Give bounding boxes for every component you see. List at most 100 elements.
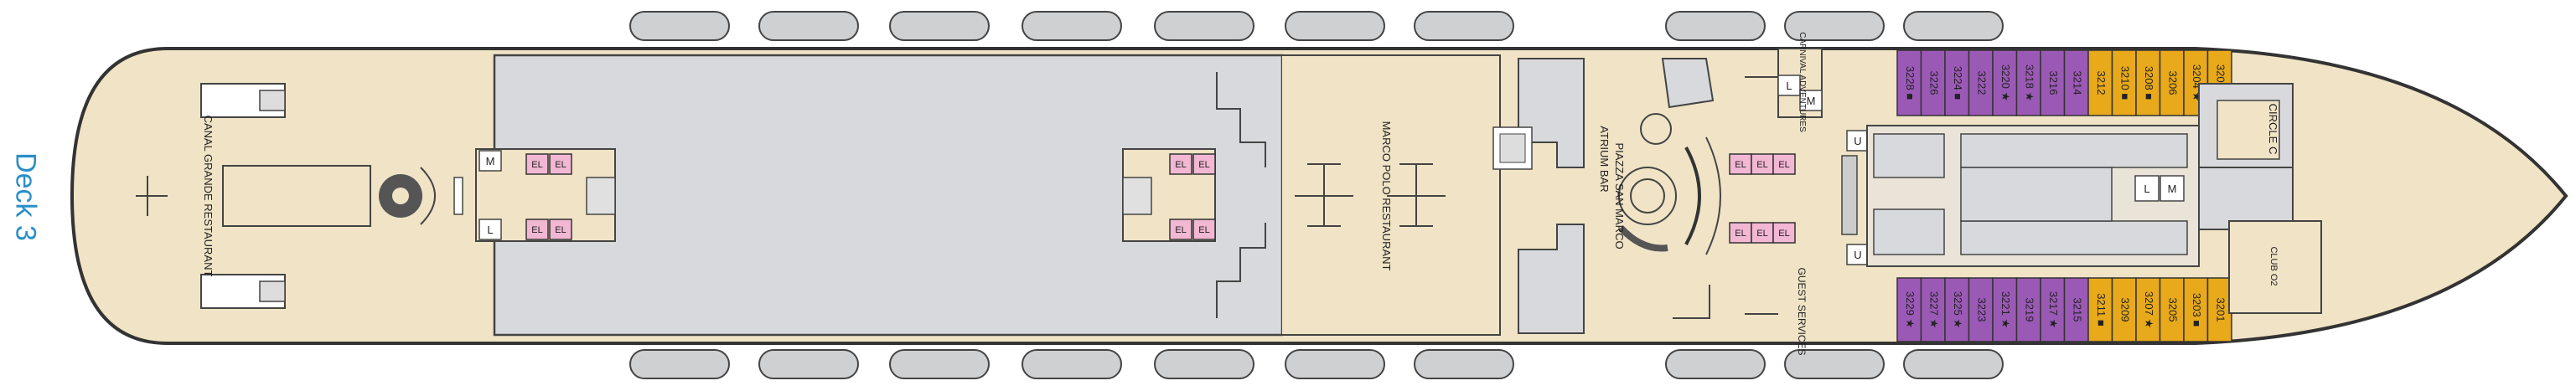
cabin-number: 3201 (2214, 298, 2227, 322)
mid-elevators: EL EL EL EL (1169, 153, 1216, 240)
atrium (1618, 58, 1721, 319)
bottom-cabin-3205[interactable]: 3205 (2159, 277, 2185, 342)
cabin-number: 3218 ★ (2023, 64, 2035, 101)
bottom-cabin-3223[interactable]: 3223 (1968, 277, 1994, 342)
cabin-number: 3209 (2118, 298, 2131, 322)
carnival-adventures-label: CARNIVAL ADVENTURES (1798, 32, 1807, 132)
top-cabin-3218[interactable]: 3218 ★ (2015, 49, 2041, 116)
marco-polo-label-group: MARCO POLO RESTAURANT (1380, 121, 1393, 271)
cabin-number: 3214 (2071, 71, 2083, 95)
elevator: EL (549, 219, 572, 240)
piazza-label-group: PIAZZA SAN MARCO (1613, 142, 1626, 249)
guest-services-group: GUEST SERVICES (1796, 268, 1808, 356)
top-cabin-3208[interactable]: 3208 ■ (2135, 49, 2161, 116)
top-cabin-3220[interactable]: 3220 ★ (1992, 49, 2018, 116)
top-cabin-3216[interactable]: 3216 (2040, 49, 2066, 116)
cabin-number: 3215 (2071, 298, 2083, 322)
elevator-label: EL (531, 225, 542, 235)
lifeboats-bottom (629, 349, 2004, 379)
cabin-number: 3225 ★ (1952, 291, 1964, 328)
bottom-cabin-3215[interactable]: 3215 (2063, 277, 2089, 342)
cabin-number: 3229 ★ (1904, 291, 1916, 328)
elevator-label: EL (1756, 229, 1767, 239)
elevator-label: EL (555, 160, 566, 170)
elevator: EL (1772, 222, 1796, 244)
top-cabin-3206[interactable]: 3206 (2159, 49, 2185, 116)
elevator: EL (525, 219, 549, 240)
elevator: EL (1169, 153, 1192, 175)
cabin-number: 3224 ■ (1952, 66, 1964, 100)
bottom-cabin-3229[interactable]: 3229 ★ (1896, 277, 1922, 342)
cabin-number: 3212 (2095, 71, 2108, 95)
service-m-aft: M (486, 155, 495, 167)
bottom-cabin-3207[interactable]: 3207 ★ (2135, 277, 2161, 342)
cabin-number: 3205 (2166, 298, 2179, 322)
atrium-bar-label-group: ATRIUM BAR (1598, 126, 1611, 192)
elevator-label: EL (555, 225, 566, 235)
cabin-number: 3223 (1975, 298, 1988, 322)
elevator-label: EL (1198, 225, 1209, 235)
piazza-label: PIAZZA SAN MARCO (1613, 142, 1626, 249)
bottom-cabin-3225[interactable]: 3225 ★ (1944, 277, 1970, 342)
elevator: EL (1751, 153, 1774, 175)
bottom-cabin-3219[interactable]: 3219 (2015, 277, 2041, 342)
service-u-top: U (1854, 135, 1861, 147)
bottom-cabin-3211[interactable]: 3211 ■ (2087, 277, 2113, 342)
marco-polo-label: MARCO POLO RESTAURANT (1380, 121, 1393, 271)
cabin-number: 3222 (1975, 71, 1988, 95)
top-cabin-3212[interactable]: 3212 (2087, 49, 2113, 116)
cabin-number: 3216 (2047, 71, 2060, 95)
bottom-cabin-3227[interactable]: 3227 ★ (1920, 277, 1946, 342)
top-cabin-3226[interactable]: 3226 (1920, 49, 1946, 116)
elevator-label: EL (1175, 160, 1186, 170)
elevator: EL (1751, 222, 1774, 244)
cabin-number: 3228 ■ (1904, 66, 1916, 100)
cabin-number: 3206 (2166, 71, 2179, 95)
cabin-number: 3207 ★ (2143, 291, 2155, 328)
elevator: EL (1192, 153, 1216, 175)
bottom-cabin-3209[interactable]: 3209 (2111, 277, 2137, 342)
cabin-number: 3217 ★ (2047, 291, 2060, 328)
elevator-label: EL (1198, 160, 1209, 170)
canal-grande-text: CANAL GRANDE RESTAURANT (202, 116, 215, 277)
service-m-fwd-top: M (1807, 95, 1816, 107)
aft-elevators: EL EL EL EL (525, 153, 572, 240)
elevator-label: EL (1778, 229, 1789, 239)
top-cabin-3210[interactable]: 3210 ■ (2111, 49, 2137, 116)
top-cabin-3224[interactable]: 3224 ■ (1944, 49, 1970, 116)
mid-stair-core: EL EL EL EL (1122, 148, 1216, 242)
cabin-number: 3221 ★ (1999, 291, 2012, 328)
club-o2-group: CLUB O2 (2268, 246, 2279, 286)
aft-stair-core: M L EL EL EL EL (475, 148, 616, 242)
elevator-label: EL (1756, 160, 1767, 170)
elevator-label: EL (531, 160, 542, 170)
cabin-number: 3211 ■ (2095, 293, 2108, 327)
service-l-aft: L (487, 224, 493, 236)
bottom-cabin-3201[interactable]: 3201 (2206, 277, 2232, 342)
cabin-number: 3220 ★ (1999, 64, 2012, 101)
service-u-bottom: U (1854, 249, 1861, 261)
bottom-cabin-3221[interactable]: 3221 ★ (1992, 277, 2018, 342)
cabin-number: 3227 ★ (1927, 291, 1940, 328)
elevator: EL (1772, 153, 1796, 175)
bottom-cabin-3217[interactable]: 3217 ★ (2040, 277, 2066, 342)
elevator: EL (1729, 222, 1752, 244)
atrium-bar-label: ATRIUM BAR (1598, 126, 1611, 192)
circle-c-group: CIRCLE C (2267, 104, 2279, 155)
top-cabin-3214[interactable]: 3214 (2063, 49, 2089, 116)
elevator: EL (1169, 219, 1192, 240)
cabin-row-top: 3228 ■ 3226 3224 ■ 3222 3220 ★ 3218 ★ 3216 3214… (1896, 49, 2232, 116)
marco-polo-area (1216, 54, 1501, 336)
club-o2-label: CLUB O2 (2268, 246, 2279, 286)
top-cabin-3228[interactable]: 3228 ■ (1896, 49, 1922, 116)
service-m-fwd: M (2168, 183, 2177, 195)
galley-service-blocks (1492, 58, 1585, 334)
bottom-cabin-3203[interactable]: 3203 ■ (2183, 277, 2209, 342)
elevator-label: EL (1735, 229, 1746, 239)
forward-lounges (2198, 83, 2322, 314)
service-l-fwd-top: L (1786, 80, 1792, 92)
top-cabin-3222[interactable]: 3222 (1968, 49, 1994, 116)
